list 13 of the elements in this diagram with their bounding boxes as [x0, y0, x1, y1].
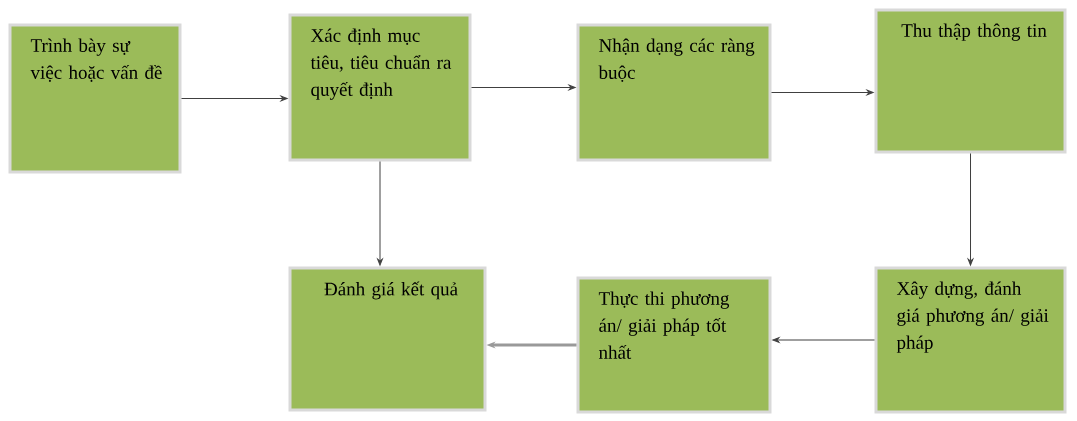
arrow — [377, 161, 383, 266]
arrow — [772, 337, 875, 343]
process-box: Trình bày sự việc hoặc vấn đề — [8, 23, 182, 174]
arrow — [967, 153, 974, 266]
arrow — [771, 89, 874, 96]
process-box: Đánh giá kết quả — [288, 266, 487, 412]
process-box: Xây dựng, đánh giá phương án/ giải pháp — [874, 266, 1067, 414]
arrow — [471, 84, 576, 91]
process-box: Thực thi phương án/ giải pháp tốt nhất — [576, 276, 772, 414]
process-box: Thu thập thông tin — [874, 8, 1067, 154]
arrow — [181, 95, 288, 102]
process-box: Xác định mục tiêu, tiêu chuẩn ra quyết định — [288, 13, 472, 162]
process-box: Nhận dạng các ràng buộc — [576, 23, 772, 162]
